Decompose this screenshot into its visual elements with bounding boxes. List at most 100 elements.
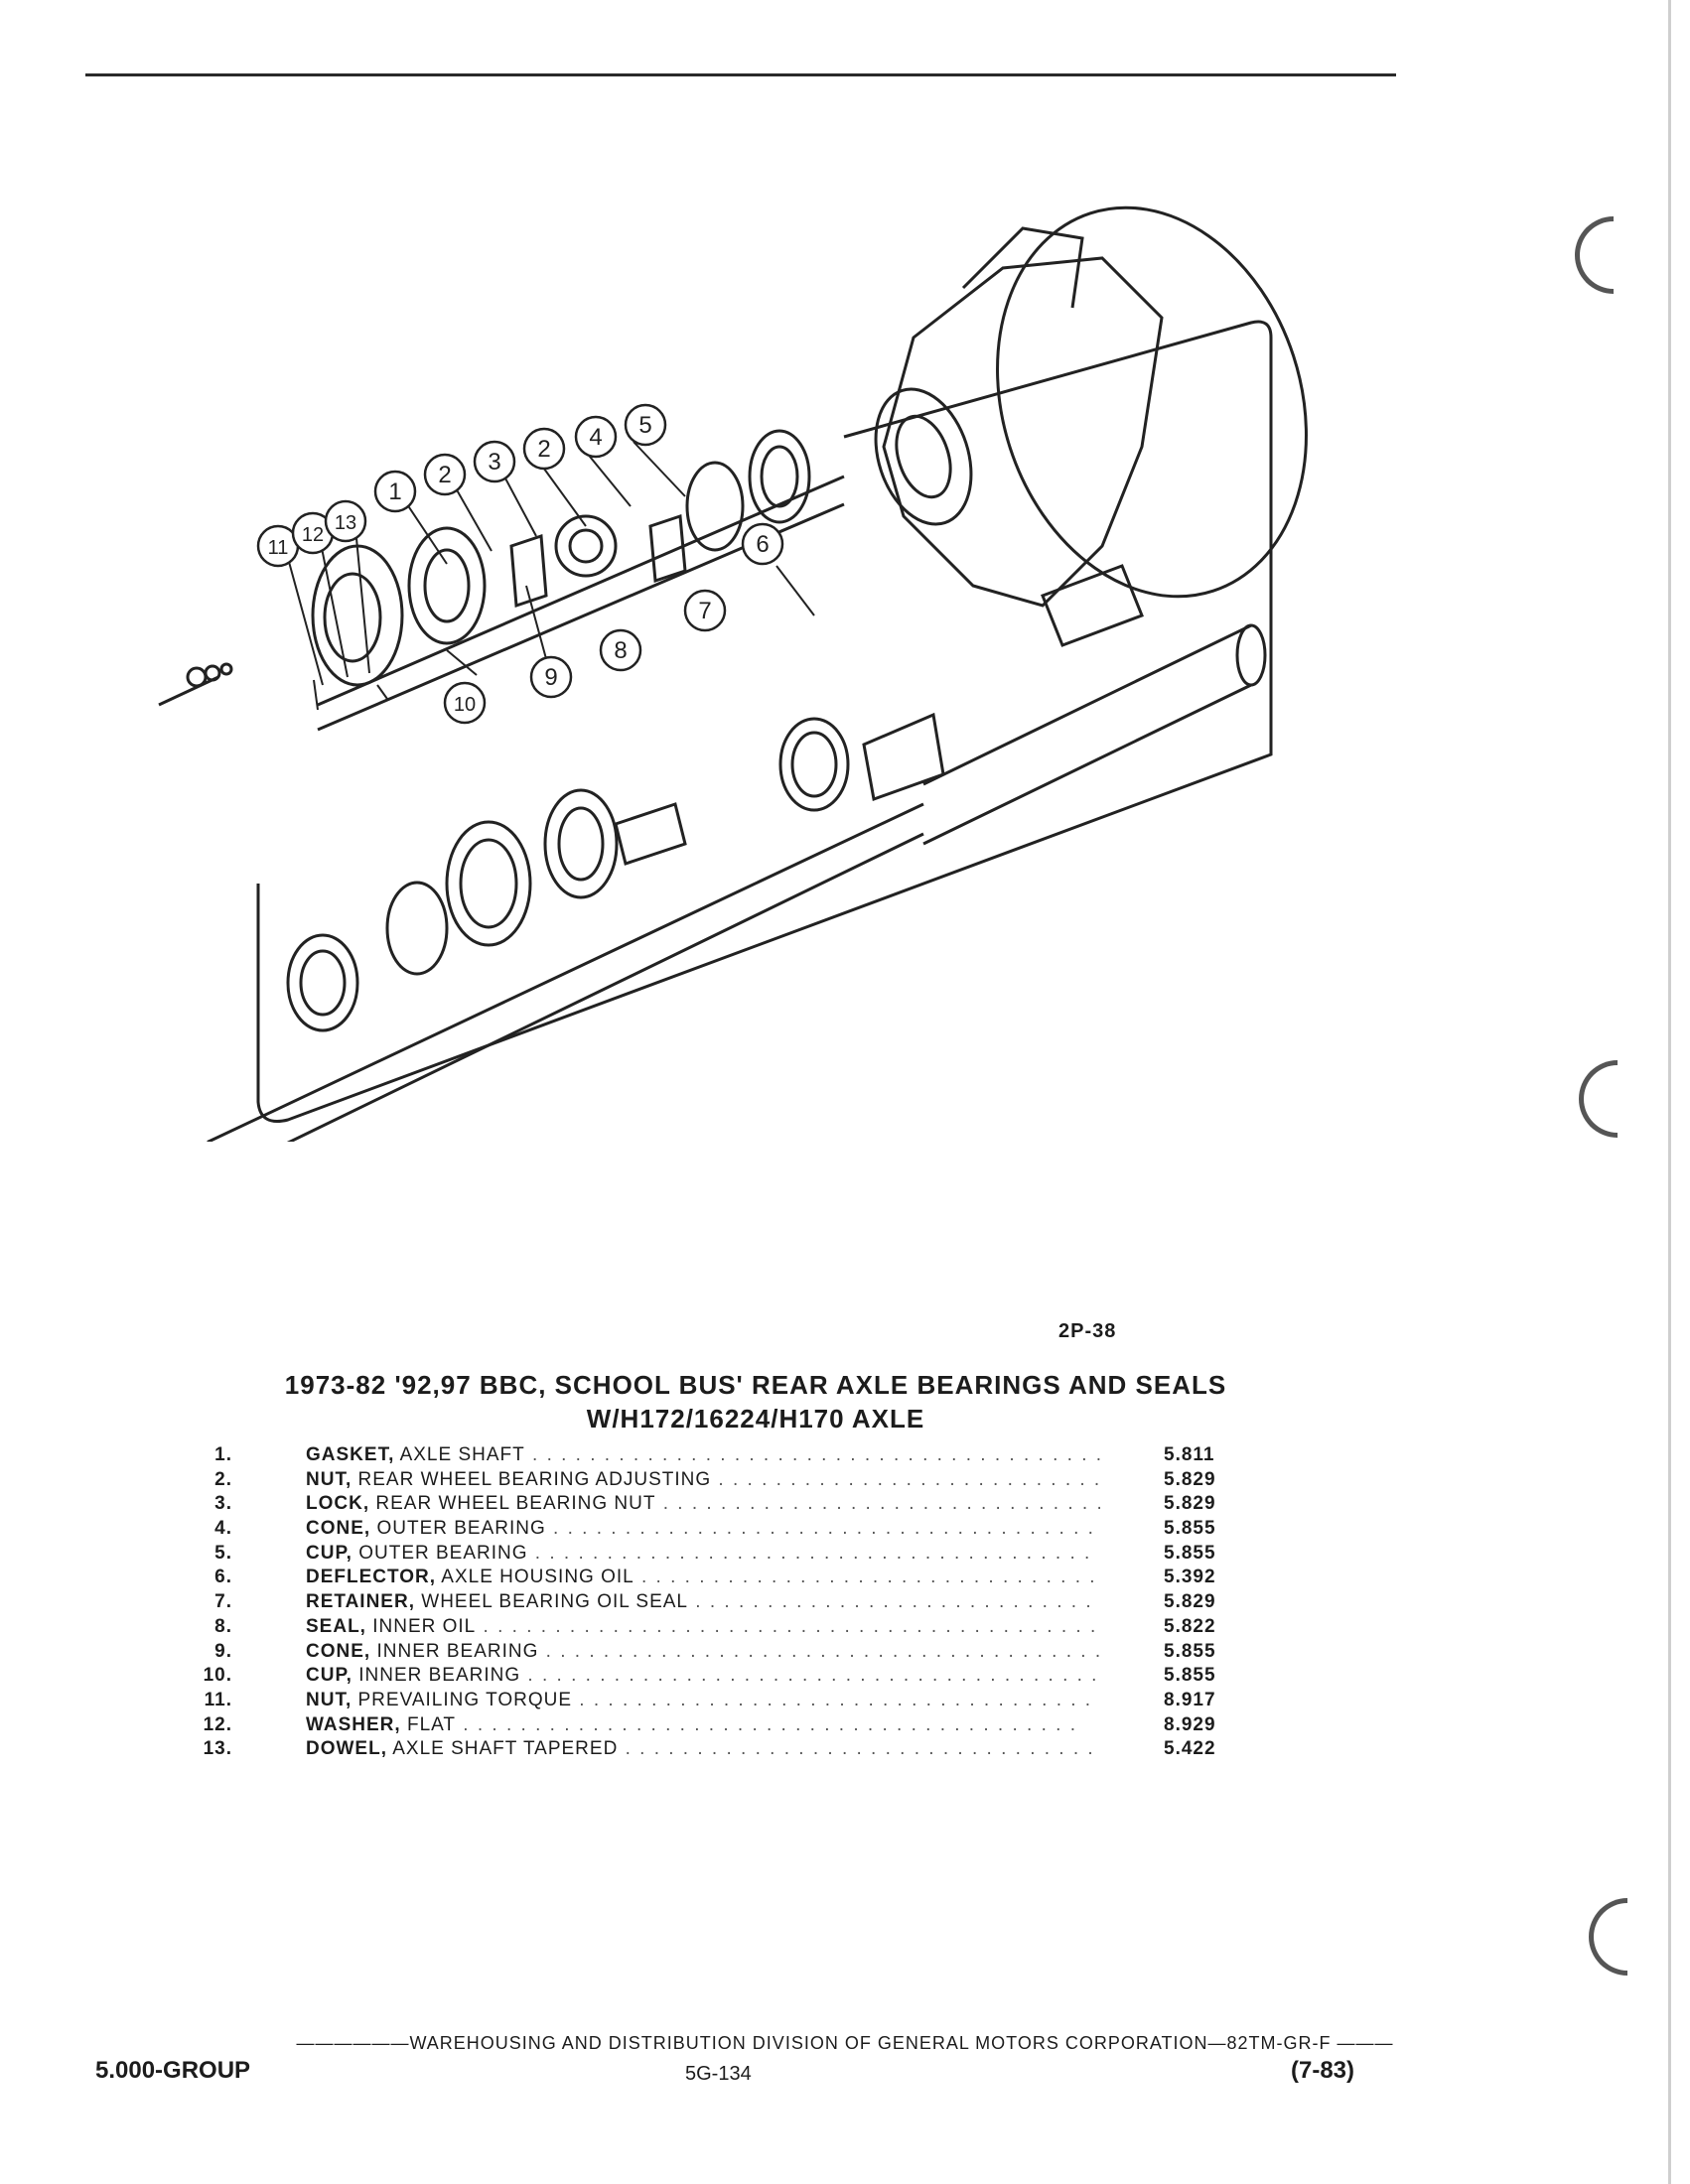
inner-cup-shape <box>286 933 359 1032</box>
part-name: WASHER, <box>306 1713 401 1735</box>
svg-text:11: 11 <box>268 537 289 559</box>
leader-dots: . . . . . . . . . . . . . . . . . . . . … <box>520 1665 1100 1687</box>
seal-retainer-shape <box>543 788 619 899</box>
leader-dots: . . . . . . . . . . . . . . . . . . . . … <box>524 1444 1100 1465</box>
diagram-panel <box>256 320 1273 1123</box>
part-row: 11. NUT, PREVAILING TORQUE . . . . . . . … <box>199 1690 1241 1714</box>
group-code: 5.422 <box>1164 1738 1216 1760</box>
part-detail: AXLE HOUSING OIL <box>436 1567 634 1588</box>
part-number: 1. <box>214 1444 232 1465</box>
group-code: 8.917 <box>1164 1689 1216 1710</box>
leader-dots: . . . . . . . . . . . . . . . . . . . . … <box>538 1640 1100 1662</box>
binder-hole-top <box>1575 216 1614 294</box>
part-number: 10. <box>203 1665 232 1687</box>
page-title: 1973-82 '92,97 BBC, SCHOOL BUS' REAR AXL… <box>284 1370 1227 1400</box>
part-detail: OUTER BEARING <box>370 1518 546 1540</box>
group-code: 5.855 <box>1164 1518 1216 1540</box>
part-row: 10.CUP, INNER BEARING . . . . . . . . . … <box>199 1665 1241 1690</box>
svg-text:5: 5 <box>638 412 651 439</box>
callout-10: 10 <box>443 681 487 725</box>
deflector-shape <box>778 717 850 812</box>
group-code: 5.829 <box>1164 1493 1216 1515</box>
leader-dots: . . . . . . . . . . . . . . . . . . . . … <box>456 1713 1077 1735</box>
part-row: 5. CUP, OUTER BEARING . . . . . . . . . .… <box>199 1543 1241 1568</box>
group-code: 5.822 <box>1164 1615 1216 1637</box>
page-edge <box>1668 0 1671 2184</box>
part-detail: PREVAILING TORQUE <box>352 1689 573 1710</box>
footer-publisher: ——————WAREHOUSING AND DISTRIBUTION DIVIS… <box>296 2033 1394 2053</box>
footer-group: 5.000-GROUP <box>95 2057 251 2084</box>
outer-cone-shape <box>685 461 745 552</box>
callout-12: 12 <box>291 511 335 555</box>
outer-cup-shape <box>748 429 811 524</box>
group-code: 5.829 <box>1164 1591 1216 1613</box>
svg-text:2: 2 <box>438 462 451 488</box>
part-number: 7. <box>214 1591 232 1613</box>
svg-text:4: 4 <box>589 424 602 451</box>
page-subtitle: W/H172/16224/H170 AXLE <box>586 1404 925 1433</box>
part-detail: REAR WHEEL BEARING ADJUSTING <box>352 1468 712 1490</box>
leader-dots: . . . . . . . . . . . . . . . . . . . . … <box>662 1493 1100 1515</box>
footer-date: (7-83) <box>1291 2057 1355 2084</box>
inner-seal-shape <box>445 820 532 947</box>
part-description: NUT, PREVAILING TORQUE . . . . . . . . .… <box>306 1690 1100 1711</box>
svg-text:1: 1 <box>388 478 401 505</box>
part-number: 11. <box>204 1689 232 1710</box>
leader-dots: . . . . . . . . . . . . . . . . . . . . … <box>527 1542 1100 1564</box>
leader-dots: . . . . . . . . . . . . . . . . . . . . … <box>640 1567 1100 1588</box>
leader-dots: . . . . . . . . . . . . . . . . . . . . … <box>625 1738 1100 1760</box>
part-number: 5. <box>214 1542 232 1564</box>
part-name: LOCK, <box>306 1493 370 1515</box>
part-number: 3. <box>214 1493 232 1515</box>
part-detail: INNER BEARING <box>370 1640 539 1662</box>
part-detail: FLAT <box>400 1713 457 1735</box>
top-rule <box>85 73 1396 76</box>
part-detail: REAR WHEEL BEARING NUT <box>369 1493 656 1515</box>
leader-dots: . . . . . . . . . . . . . . . . . . . . … <box>553 1518 1100 1540</box>
group-code: 5.392 <box>1164 1567 1216 1588</box>
parts-list: 1.GASKET, AXLE SHAFT . . . . . . . . . .… <box>199 1444 1241 1763</box>
leader-dots: . . . . . . . . . . . . . . . . . . . . … <box>695 1591 1100 1613</box>
part-name: NUT, <box>306 1468 352 1490</box>
part-description: RETAINER, WHEEL BEARING OIL SEAL . . . .… <box>306 1591 1100 1613</box>
lower-shaft <box>207 623 1267 1142</box>
upper-shaft <box>158 429 845 732</box>
group-code: 5.855 <box>1164 1542 1216 1564</box>
part-detail: OUTER BEARING <box>352 1542 528 1564</box>
part-row: 8.SEAL, INNER OIL . . . . . . . . . . . … <box>199 1616 1241 1641</box>
svg-text:9: 9 <box>544 664 557 691</box>
part-description: WASHER, FLAT . . . . . . . . . . . . . .… <box>306 1714 1100 1736</box>
part-row: 3. LOCK, REAR WHEEL BEARING NUT . . . . .… <box>199 1493 1241 1518</box>
leader-dots: . . . . . . . . . . . . . . . . . . . . … <box>476 1615 1098 1637</box>
part-description: CUP, OUTER BEARING . . . . . . . . . . .… <box>306 1543 1100 1565</box>
svg-text:12: 12 <box>302 524 324 546</box>
svg-text:3: 3 <box>488 449 500 476</box>
part-number: 8. <box>214 1615 232 1637</box>
part-name: NUT, <box>306 1689 352 1710</box>
callout-8: 8 <box>599 628 642 672</box>
callout-2: 2 <box>522 427 566 471</box>
spline-shape <box>614 802 687 866</box>
part-number: 4. <box>214 1518 232 1540</box>
svg-text:7: 7 <box>698 598 711 624</box>
callout-3: 3 <box>473 440 516 483</box>
part-name: SEAL, <box>306 1615 366 1637</box>
svg-text:13: 13 <box>335 512 356 534</box>
part-row: 7. RETAINER, WHEEL BEARING OIL SEAL . . .… <box>199 1591 1241 1616</box>
callout-11: 11 <box>256 524 300 568</box>
part-number: 13. <box>203 1738 232 1760</box>
part-detail: INNER BEARING <box>352 1665 521 1687</box>
svg-text:6: 6 <box>756 531 769 558</box>
callout-1: 1 <box>373 470 417 513</box>
part-number: 12. <box>203 1713 232 1735</box>
part-row: 2.NUT, REAR WHEEL BEARING ADJUSTING . . … <box>199 1469 1241 1494</box>
part-description: CONE, INNER BEARING . . . . . . . . . . … <box>306 1641 1100 1663</box>
part-description: DEFLECTOR, AXLE HOUSING OIL . . . . . . … <box>306 1567 1100 1588</box>
part-number: 9. <box>214 1640 232 1662</box>
part-name: DEFLECTOR, <box>306 1567 437 1588</box>
part-number: 2. <box>214 1468 232 1490</box>
part-description: LOCK, REAR WHEEL BEARING NUT . . . . . .… <box>306 1493 1100 1515</box>
part-name: CONE, <box>306 1640 371 1662</box>
